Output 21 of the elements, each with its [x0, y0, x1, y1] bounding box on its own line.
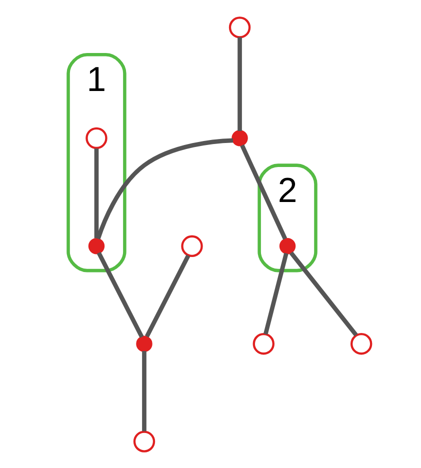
- node-cross: [278, 238, 296, 254]
- cluster: 2: [257, 163, 317, 272]
- node-circle: [350, 332, 372, 354]
- node-cross: [88, 238, 104, 254]
- connector: [94, 148, 98, 238]
- connector: [237, 36, 242, 131]
- connector: [96, 138, 233, 240]
- node-cross: [231, 130, 248, 146]
- cluster: 1: [66, 52, 126, 272]
- connector: [96, 251, 144, 338]
- node-circle: [180, 234, 202, 257]
- connector: [240, 144, 287, 240]
- connector: [262, 252, 288, 334]
- node-circle: [132, 430, 155, 452]
- connector: [144, 254, 190, 338]
- node-circle: [228, 16, 250, 38]
- connector: [142, 350, 146, 431]
- node-circle: [85, 126, 107, 149]
- node-cross: [136, 335, 152, 352]
- connector: [288, 250, 358, 336]
- node-circle: [252, 332, 274, 354]
